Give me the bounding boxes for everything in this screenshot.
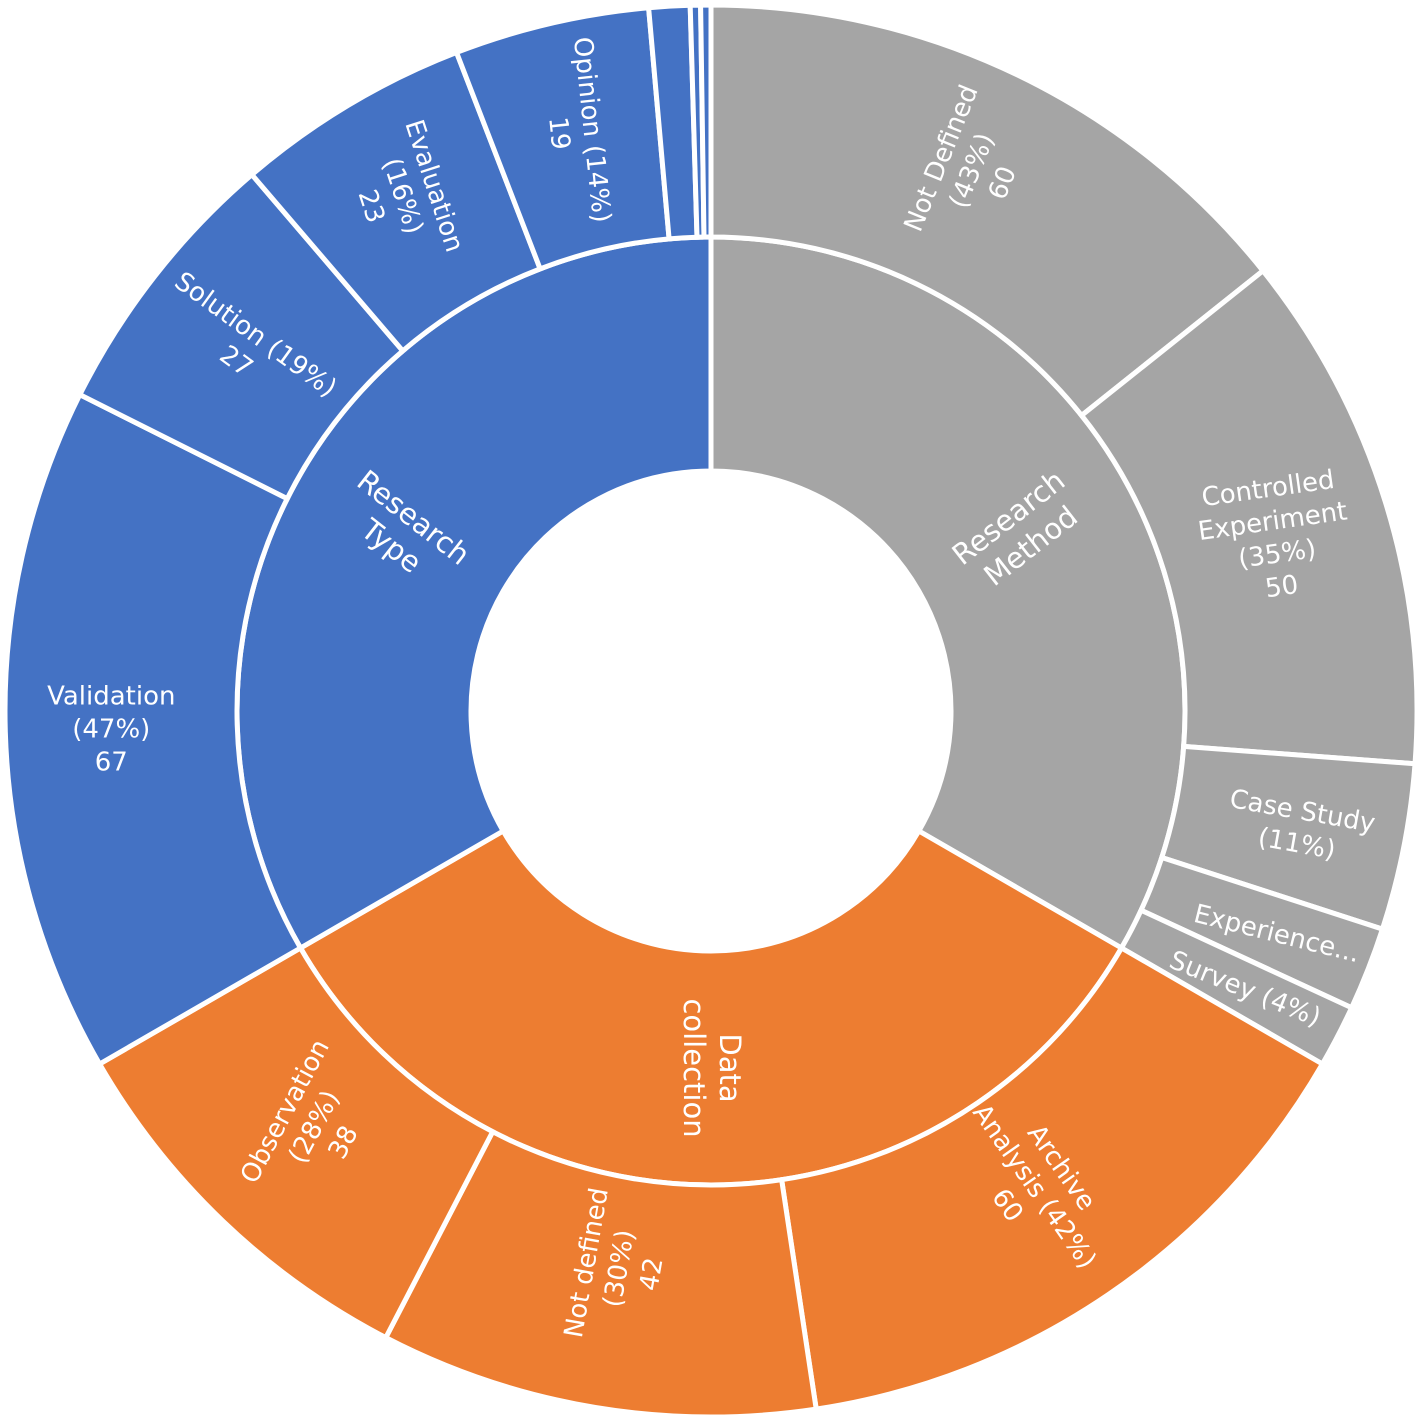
- outer-label-validation-line-2: 67: [95, 748, 128, 778]
- outer-label-not-defined-dc-line-2: 42: [634, 1255, 669, 1293]
- inner-label-data-collection-line-1: collection: [677, 998, 711, 1137]
- outer-label-validation-line-1: (47%): [72, 715, 150, 745]
- outer-segment-validation[interactable]: [2, 391, 304, 1068]
- outer-segment-small-3[interactable]: [698, 2, 714, 240]
- inner-ring: [234, 234, 1188, 1188]
- outer-label-controlled-experiment-line-3: 50: [1263, 570, 1300, 604]
- outer-label-validation: Validation(47%)67: [47, 682, 175, 778]
- outer-segment-not-defined[interactable]: [708, 2, 1267, 419]
- outer-segment-archive-analysis[interactable]: [778, 944, 1326, 1412]
- outer-label-opinion-line-1: 19: [542, 115, 575, 151]
- inner-label-data-collection-line-0: Data: [713, 1033, 747, 1102]
- outer-label-validation-line-0: Validation: [47, 682, 175, 712]
- inner-label-data-collection: Datacollection: [677, 998, 747, 1137]
